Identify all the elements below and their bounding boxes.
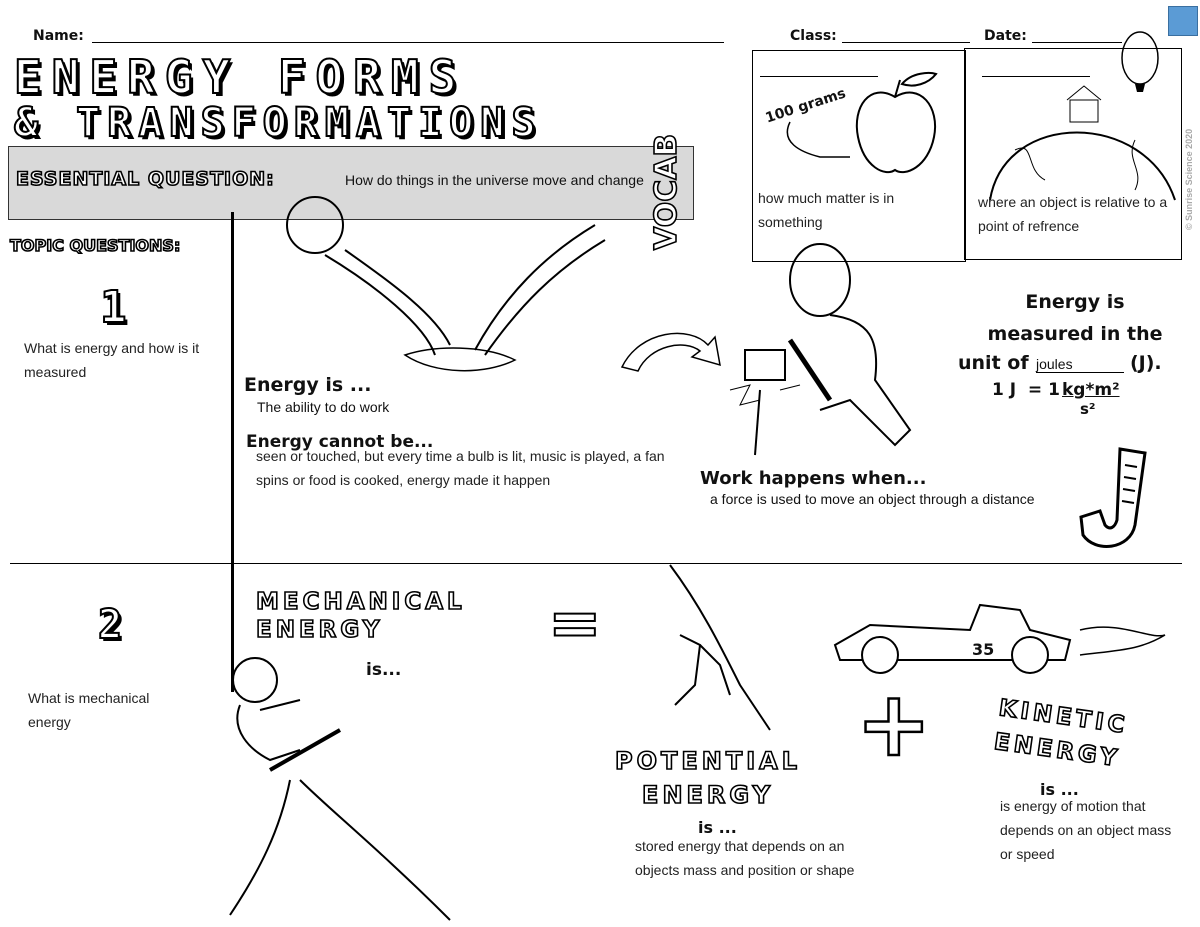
essential-question-answer[interactable]: How do things in the universe move and c… [345, 172, 644, 188]
work-answer[interactable]: a force is used to move an object throug… [710, 491, 1035, 507]
name-field[interactable] [92, 42, 724, 43]
energy-measured-label: Energy is measured in the [950, 286, 1200, 350]
mechanical-energy-label: MECHANICAL ENERGY [255, 588, 466, 644]
kinetic-energy-label: KINETIC ENERGY [992, 691, 1131, 776]
topic-questions-label: TOPIC QUESTIONS: [9, 235, 181, 256]
topic-1-question[interactable]: What is energy and how is it measured [24, 340, 200, 380]
skateboarder-illustration [229, 657, 451, 921]
race-car-illustration [833, 603, 1166, 674]
vocab-definition-position[interactable]: where an object is relative to a point o… [978, 194, 1168, 234]
essential-question-label: ESSENTIAL QUESTION: [15, 167, 275, 191]
formula-numerator: kg*m² [1062, 380, 1120, 400]
title-line-1: ENERGY FORMS [13, 49, 467, 105]
equals-sign: = [547, 591, 603, 657]
mechanical-line-1: MECHANICAL [255, 588, 466, 616]
kinetic-is-label: is ... [1040, 780, 1079, 799]
energy-is-label: Energy is ... [244, 374, 372, 396]
equals-text: = [547, 587, 603, 661]
watermark: © Sunrise Science 2020 [1184, 128, 1194, 230]
boy-hammering-illustration [729, 243, 912, 456]
apple-icon [786, 72, 938, 174]
divider-vertical [231, 212, 234, 692]
mechanical-is-label: is... [366, 660, 402, 680]
corner-square [1168, 6, 1198, 36]
climber-illustration [669, 564, 771, 731]
divider-horizontal [10, 563, 1182, 564]
kinetic-answer-line-1: is energy of motion that depends on an o… [1000, 798, 1172, 838]
unit-of-label: unit of [958, 352, 1029, 374]
kinetic-energy-answer[interactable]: is energy of motion that depends on an o… [1000, 794, 1180, 866]
unit-answer[interactable]: joules [1036, 356, 1124, 373]
class-field[interactable] [842, 42, 970, 43]
topic-2-question[interactable]: What is mechanical energy [28, 690, 150, 730]
potential-line-1: POTENTIAL [614, 746, 801, 776]
work-label: Work happens when... [700, 468, 927, 489]
vocab-definition-mass[interactable]: how much matter is in something [758, 190, 895, 230]
name-label: Name: [33, 28, 84, 44]
topic-2-number: 2 [97, 601, 123, 649]
plus-text: + [855, 672, 933, 777]
potential-energy-label: POTENTIAL ENERGY [598, 744, 818, 812]
title-line-2: & TRANSFORMATIONS [13, 99, 543, 147]
potential-is-label: is ... [698, 818, 737, 837]
formula-denominator: s² [1080, 400, 1096, 418]
energy-cannot-be-answer[interactable]: seen or touched, but every time a bulb i… [256, 448, 665, 488]
energy-is-answer[interactable]: The ability to do work [257, 399, 390, 415]
formula-left: 1 J = 1 [992, 380, 1060, 400]
unit-symbol: (J). [1130, 352, 1162, 374]
earth-house-balloon-icon [989, 31, 1176, 201]
potential-line-2: ENERGY [641, 780, 774, 810]
letter-j-icon [1079, 447, 1147, 548]
essential-question-box [8, 146, 694, 220]
energy-cannot-be-label: Energy cannot be... [246, 432, 434, 452]
energy-measured-line-1: Energy is [1025, 291, 1125, 313]
date-field[interactable] [1032, 42, 1122, 43]
car-number: 35 [972, 640, 995, 659]
curved-arrow-icon [620, 332, 721, 372]
mechanical-line-2: ENERGY [255, 616, 384, 644]
vocab-card-mass [752, 50, 966, 262]
vocab-term-field-2[interactable] [982, 76, 1090, 77]
potential-energy-answer[interactable]: stored energy that depends on an objects… [635, 838, 855, 878]
date-label: Date: [984, 28, 1027, 44]
class-label: Class: [790, 28, 837, 44]
plus-sign: + [855, 678, 933, 771]
vocab-term-field-1[interactable] [760, 76, 878, 77]
kinetic-answer-line-2: or speed [1000, 846, 1055, 862]
vocab-card-position [964, 48, 1182, 260]
bouncing-ball-illustration [286, 196, 606, 372]
energy-measured-line-2: measured in the [987, 323, 1163, 345]
topic-1-number: 1 [99, 281, 127, 334]
